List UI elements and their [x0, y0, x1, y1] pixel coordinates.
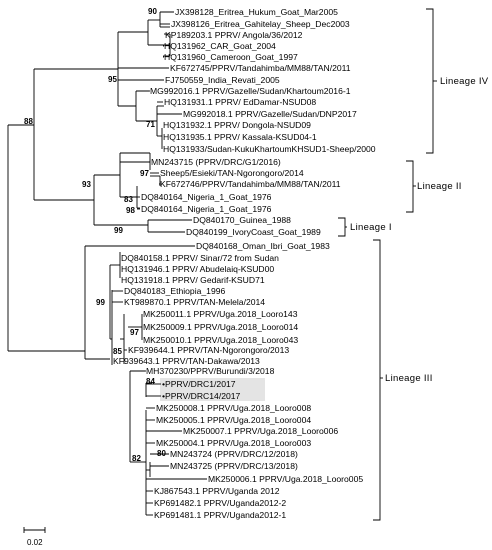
bootstrap-value: 82: [132, 454, 141, 463]
tip-label: KF672745/PPRV/Tandahimba/MM88/TAN/2011: [170, 63, 351, 73]
tip-label: JX398126_Eritrea_Gahitelay_Sheep_Dec2003: [171, 19, 350, 29]
bootstrap-value: 95: [108, 75, 117, 84]
bootstrap-value: 84: [146, 377, 155, 386]
tip-label: DQ840199_IvoryCoast_Goat_1989: [186, 227, 321, 237]
bootstrap-value: 83: [124, 195, 133, 204]
tip-label: HQ131918.1 PPRV/ Gedarif-KSUD71: [121, 275, 265, 285]
tip-label: KP691482.1 PPRV/Uganda2012-2: [154, 498, 286, 508]
tip-label: HQ131932.1 PPRV/ Dongola-NSUD09: [163, 120, 311, 130]
lineage-label: Lineage I: [350, 222, 392, 233]
tip-label: MK250006.1 PPRV/Uga.2018_Looro005: [208, 474, 363, 484]
bootstrap-value: 80: [157, 449, 166, 458]
tip-label: MK250008.1 PPRV/Uga.2018_Looro008: [156, 403, 311, 413]
tip-label: MN243715 (PPRV/DRC/G1/2016): [151, 157, 281, 167]
drc-highlight-box: [160, 378, 265, 401]
tip-label: DQ840170_Guinea_1988: [193, 215, 291, 225]
tip-label: MK250010.1 PPRV/Uga.2018_Looro043: [143, 335, 298, 345]
tip-label: MK250005.1 PPRV/Uga.2018_Looro004: [156, 415, 311, 425]
tip-label: MN243725 (PPRV/DRC/13/2018): [170, 461, 298, 471]
bootstrap-value: 71: [146, 120, 155, 129]
tip-label: MN243724 (PPRV/DRC/12/2018): [170, 449, 298, 459]
bootstrap-value: 97: [140, 169, 149, 178]
bootstrap-value: 99: [96, 298, 105, 307]
tip-label: DQ840164_Nigeria_1_Goat_1976: [141, 204, 272, 214]
tip-label: DQ840164_Nigeria_1_Goat_1976: [141, 192, 272, 202]
tip-label: KT989870.1 PPRV/TAN-Melela/2014: [124, 297, 265, 307]
tip-label: KP691481.1 PPRV/Uganda2012-1: [154, 510, 286, 520]
scale-bar-label: 0.02: [27, 538, 43, 547]
tip-label: •PPRV/DRC14/2017: [162, 391, 241, 401]
tip-label: MG992016.1 PPRV/Gazelle/Sudan/Khartoum20…: [150, 86, 351, 96]
tree-branches: [7, 11, 207, 516]
bootstrap-value: 97: [130, 328, 139, 337]
tip-label: DQ840183_Ethiopia_1996: [124, 286, 226, 296]
tip-label: HQ131931.1 PPRV/ EdDamar-NSUD08: [164, 97, 316, 107]
tip-label: DQ840158.1 PPRV/ Sinar/72 from Sudan: [121, 253, 279, 263]
bootstrap-value: 88: [24, 117, 33, 126]
tip-label: MK250011.1 PPRV/Uga.2018_Looro143: [143, 309, 298, 319]
tip-label: KF939643.1 PPRV/TAN-Dakawa/2013: [113, 356, 260, 366]
tip-labels: JX398128_Eritrea_Hukum_Goat_Mar2005 JX39…: [113, 7, 376, 520]
bootstrap-value: 90: [148, 7, 157, 16]
bootstrap-value: 99: [114, 226, 123, 235]
tip-label: HQ131933/Sudan-KukuKhartoumKHSUD1-Sheep/…: [163, 144, 376, 154]
tip-label: MH370230/PPRV/Burundi/3/2018: [146, 366, 275, 376]
tip-label: MK250009.1 PPRV/Uga.2018_Looro014: [143, 322, 298, 332]
bootstrap-value: 85: [113, 347, 122, 356]
tip-label: MK250004.1 PPRV/Uga.2018_Looro003: [156, 438, 311, 448]
tip-label: Sheep5/Esieki/TAN-Ngorongoro/2014: [160, 168, 304, 178]
tip-label: JX398128_Eritrea_Hukum_Goat_Mar2005: [175, 7, 338, 17]
tip-label: HQ131946.1 PPRV/ Abudelaiq-KSUD00: [121, 264, 274, 274]
tip-label: KP189203.1 PPRV/ Angola/36/2012: [165, 30, 303, 40]
tip-label: MK250007.1 PPRV/Uga.2018_Looro006: [183, 426, 338, 436]
tip-label: KF939644.1 PPRV/TAN-Ngorongoro/2013: [128, 345, 289, 355]
lineage-label: Lineage II: [417, 181, 462, 192]
lineage-brackets: Lineage IV Lineage II Lineage I Lineage …: [338, 8, 489, 521]
lineage-label: Lineage III: [385, 373, 433, 384]
tip-label: HQ131935.1 PPRV/ Kassala-KSUD04-1: [163, 132, 317, 142]
tip-label: FJ750559_India_Revati_2005: [165, 75, 280, 85]
tip-label: KJ867543.1 PPRV/Uganda 2012: [154, 486, 280, 496]
bootstrap-value: 98: [126, 206, 135, 215]
bootstrap-value: 93: [82, 180, 91, 189]
tip-label: •PPRV/DRC1/2017: [162, 379, 236, 389]
scale-bar: 0.02: [23, 527, 46, 547]
tip-label: HQ131962_CAR_Goat_2004: [164, 41, 276, 51]
tip-label: HQ131960_Cameroon_Goat_1997: [164, 52, 298, 62]
tip-label: KF672746/PPRV/Tandahimba/MM88/TAN/2011: [160, 179, 341, 189]
lineage-label: Lineage IV: [440, 76, 489, 87]
tip-label: DQ840168_Oman_Ibri_Goat_1983: [196, 241, 330, 251]
tip-label: MG992018.1 PPRV/Gazelle/Sudan/DNP2017: [183, 109, 357, 119]
bootstrap-values: 90 95 88 71 93 97 83 98 99 99 97 85 84 8…: [24, 7, 166, 463]
